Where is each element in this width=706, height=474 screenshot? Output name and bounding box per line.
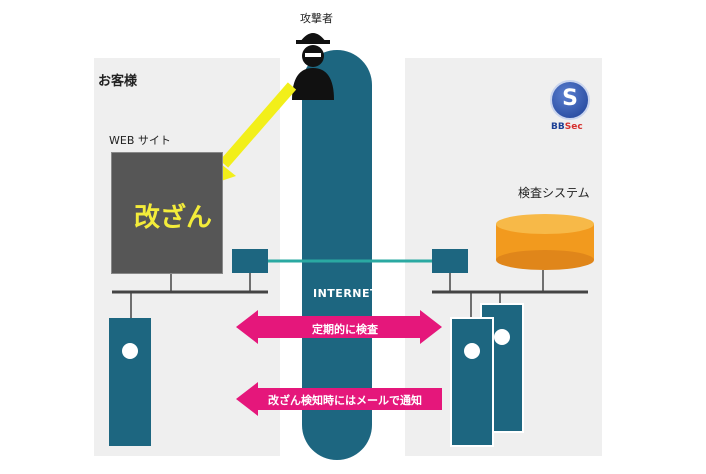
- website-screen: 改ざん: [111, 152, 223, 274]
- right-router: [432, 249, 468, 273]
- bbsec-logo-icon: S: [550, 80, 590, 120]
- logo-mark: S: [562, 86, 578, 111]
- notify-label: 改ざん検知時にはメールで通知: [268, 394, 422, 407]
- screen-header: [118, 161, 120, 167]
- periodic-check-label: 定期的に検査: [312, 323, 378, 336]
- logo-text-main: BB: [551, 122, 565, 132]
- logo-text-accent: Sec: [564, 122, 583, 132]
- inspection-system-label: 検査システム: [518, 186, 590, 200]
- notify-arrow: [236, 382, 442, 416]
- periodic-check-arrow: [236, 310, 442, 344]
- hacker-icon: [292, 33, 334, 100]
- attacker-label: 攻撃者: [300, 12, 333, 25]
- left-router: [232, 249, 268, 273]
- right-server-front: [450, 317, 494, 447]
- internet-label: INTERNET: [313, 287, 379, 300]
- website-label: WEB サイト: [109, 134, 171, 147]
- defaced-text: 改ざん: [134, 203, 213, 233]
- logo-text: BBSec: [551, 122, 583, 132]
- internet-pipe: [302, 50, 372, 460]
- database-icon: [496, 214, 594, 270]
- left-server: [109, 318, 151, 446]
- customer-label: お客様: [98, 74, 138, 89]
